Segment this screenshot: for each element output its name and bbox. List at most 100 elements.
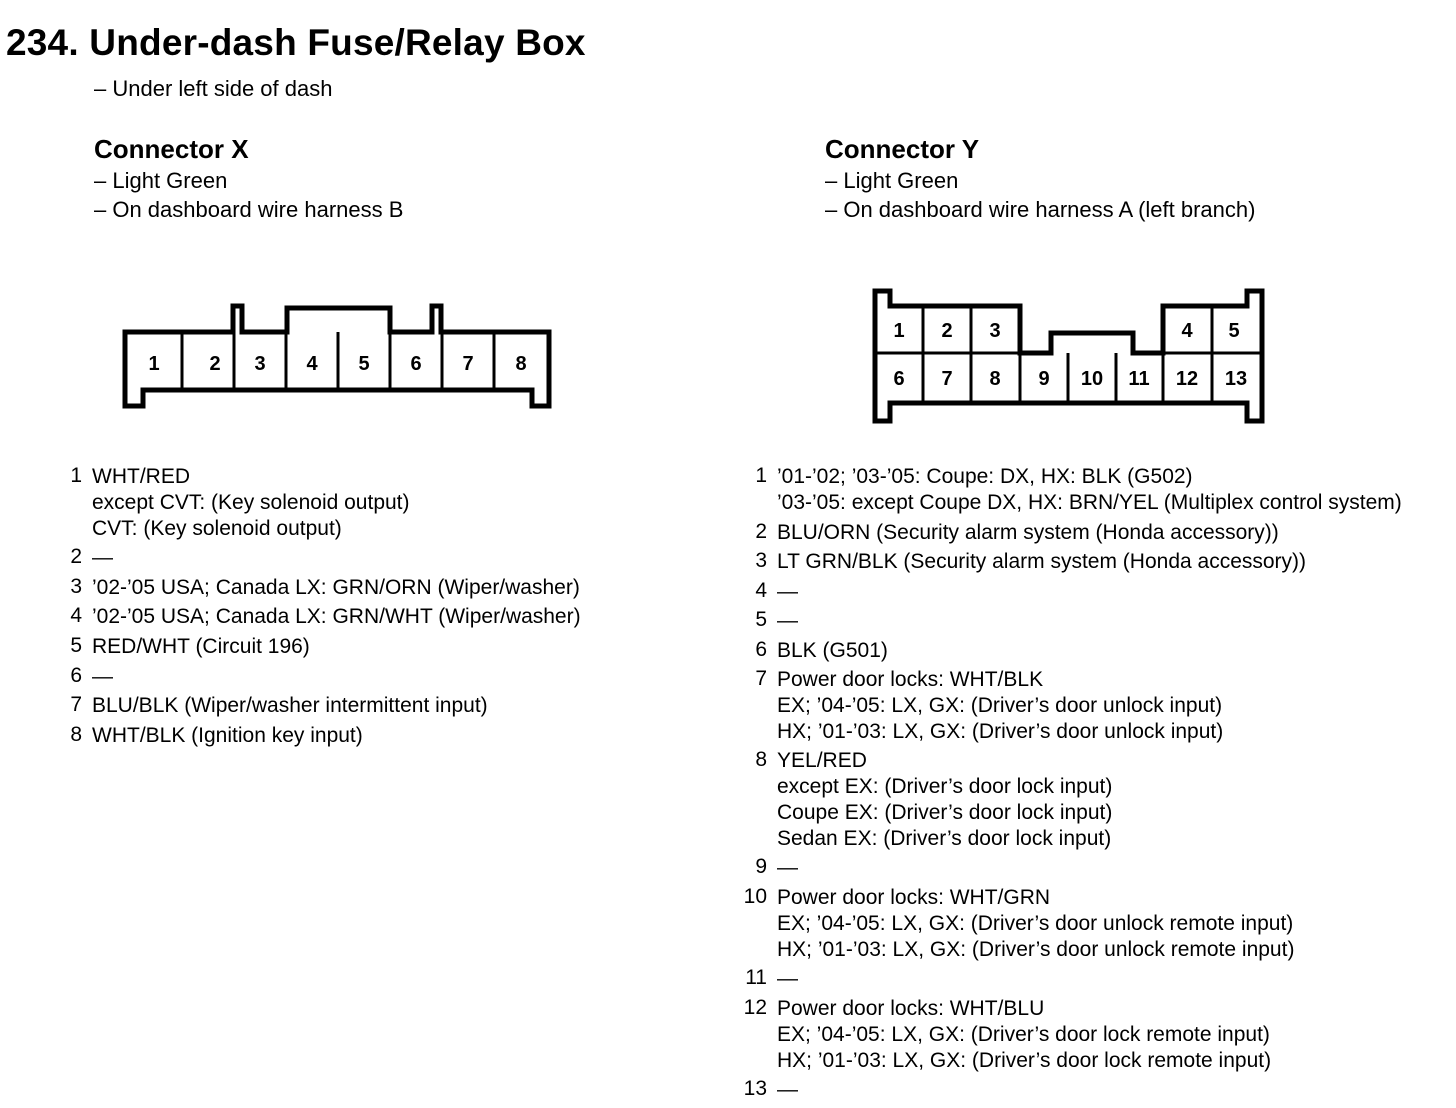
terminal-line: YEL/RED [777,749,867,772]
terminal-line: — [92,546,113,569]
terminal-line: — [777,856,798,879]
terminal-entry: 4 — [755,579,798,605]
terminal-entry: 3 LT GRN/BLK (Security alarm system (Hon… [755,549,1307,575]
terminal-line: RED/WHT (Circuit 196) [92,635,310,658]
terminal-line: Sedan EX: (Driver’s door lock input) [777,827,1112,850]
terminal-number: 6 [70,664,82,687]
connector-y-pin-label: 6 [893,368,904,390]
terminal-line: CVT: (Key solenoid output) [92,517,342,540]
connector-x-pin-label: 8 [515,353,526,375]
terminal-number: 11 [745,966,767,989]
connector-y-pin-label: 12 [1176,368,1198,390]
terminal-number: 4 [755,579,767,602]
connector-x-outline [122,303,552,409]
terminal-number: 7 [755,667,767,690]
terminal-entry: 6 — [70,664,113,690]
terminal-line: ’03-’05: except Coupe DX, HX: BRN/YEL (M… [777,491,1402,514]
terminal-number: 2 [755,520,767,543]
terminal-entry: 5 — [755,608,798,634]
connector-x-pin-label: 6 [410,353,421,375]
terminal-line: ’01-’02; ’03-’05: Coupe: DX, HX: BLK (G5… [777,465,1193,488]
terminal-entry: 13 — [744,1077,798,1103]
terminal-entry: 8 YEL/RED except EX: (Driver’s door lock… [755,748,1113,852]
terminal-line: HX; ’01-’03: LX, GX: (Driver’s door unlo… [777,720,1224,743]
terminal-line: — [777,1078,798,1101]
terminal-number: 9 [755,855,767,878]
terminal-entry: 7 Power door locks: WHT/BLK EX; ’04-’05:… [755,667,1224,745]
terminal-entry: 7 BLU/BLK (Wiper/washer intermittent inp… [70,693,488,719]
terminal-line: — [777,609,798,632]
terminal-number: 1 [70,464,82,487]
connector-y-pin-label: 11 [1128,368,1149,390]
terminal-line: Power door locks: WHT/BLU [777,997,1045,1020]
terminal-entry: 3 ’02-’05 USA; Canada LX: GRN/ORN (Wiper… [70,575,580,601]
terminal-line: LT GRN/BLK (Security alarm system (Honda… [777,550,1307,573]
terminal-line: EX; ’04-’05: LX, GX: (Driver’s door lock… [777,1023,1270,1046]
connector-y-pin-label: 1 [893,320,904,342]
terminal-number: 3 [755,549,767,572]
connector-y-pin-label: 5 [1228,320,1239,342]
terminal-entry: 4 ’02-’05 USA; Canada LX: GRN/WHT (Wiper… [70,604,581,630]
connector-x-pin-label: 7 [462,353,473,375]
connector-y-color: – Light Green [825,168,959,193]
connector-x-title: Connector X [94,134,249,164]
terminal-line: WHT/BLK (Ignition key input) [92,724,363,747]
terminal-line: ’02-’05 USA; Canada LX: GRN/ORN (Wiper/w… [92,576,580,599]
page-title: 234. Under-dash Fuse/Relay Box [6,22,586,63]
terminal-line: — [777,967,798,990]
terminal-number: 6 [755,638,767,661]
connector-x-pin-label: 3 [254,353,265,375]
terminal-line: Power door locks: WHT/GRN [777,886,1051,909]
terminal-line: HX; ’01-’03: LX, GX: (Driver’s door unlo… [777,938,1295,961]
connector-x-diagram [122,303,552,409]
connector-y-pin-label: 2 [941,320,952,342]
terminal-line: EX; ’04-’05: LX, GX: (Driver’s door unlo… [777,912,1294,935]
terminal-line: HX; ’01-’03: LX, GX: (Driver’s door lock… [777,1049,1272,1072]
connector-y-pin-label: 7 [941,368,952,390]
terminal-entry: 2 BLU/ORN (Security alarm system (Honda … [755,520,1278,546]
terminal-number: 5 [755,608,767,631]
connector-y-diagram [872,288,1265,424]
terminal-line: EX; ’04-’05: LX, GX: (Driver’s door unlo… [777,694,1223,717]
terminal-entry: 8 WHT/BLK (Ignition key input) [70,723,363,749]
connector-x-pin-label: 2 [209,353,220,375]
connector-y-pin-label: 9 [1038,368,1049,390]
connector-x-pin-label: 5 [358,353,369,375]
terminal-line: Coupe EX: (Driver’s door lock input) [777,801,1113,824]
terminal-number: 8 [70,723,82,746]
connector-x-location: – On dashboard wire harness B [94,197,404,222]
terminal-entry: 12 Power door locks: WHT/BLU EX; ’04-’05… [744,996,1272,1074]
terminal-entry: 10 Power door locks: WHT/GRN EX; ’04-’05… [744,885,1295,963]
connector-y-pin-label: 4 [1181,320,1193,342]
connector-x-color: – Light Green [94,168,228,193]
connector-x-pin-label: 4 [306,353,318,375]
terminal-number: 4 [70,604,82,627]
terminal-line: — [777,580,798,603]
terminal-entry: 6 BLK (G501) [755,638,888,664]
terminal-number: 12 [743,996,767,1019]
connector-y-pin-label: 13 [1225,368,1247,390]
terminal-number: 2 [70,545,82,568]
terminal-line: ’02-’05 USA; Canada LX: GRN/WHT (Wiper/w… [92,605,581,628]
terminal-line: BLK (G501) [777,639,888,662]
terminal-number: 5 [70,634,82,657]
connector-x-pin-label: 1 [148,353,159,375]
terminal-line: BLU/BLK (Wiper/washer intermittent input… [92,694,488,717]
terminal-number: 10 [743,885,767,908]
terminal-number: 13 [743,1077,767,1100]
page-subtitle: – Under left side of dash [94,76,333,101]
terminal-entry: 9 — [755,855,798,881]
terminal-entry: 2 — [70,545,113,571]
connector-y-pin-label: 8 [989,368,1000,390]
terminal-number: 3 [70,575,82,598]
terminal-entry: 5 RED/WHT (Circuit 196) [70,634,310,660]
terminal-number: 8 [755,748,767,771]
terminal-line: except CVT: (Key solenoid output) [92,491,410,514]
connector-y-title: Connector Y [825,134,980,164]
terminal-entry: 1 ’01-’02; ’03-’05: Coupe: DX, HX: BLK (… [755,464,1402,516]
connector-y-location: – On dashboard wire harness A (left bran… [825,197,1256,222]
connector-y-pin-label: 3 [989,320,1000,342]
terminal-line: — [92,665,113,688]
terminal-line: WHT/RED [92,465,190,488]
